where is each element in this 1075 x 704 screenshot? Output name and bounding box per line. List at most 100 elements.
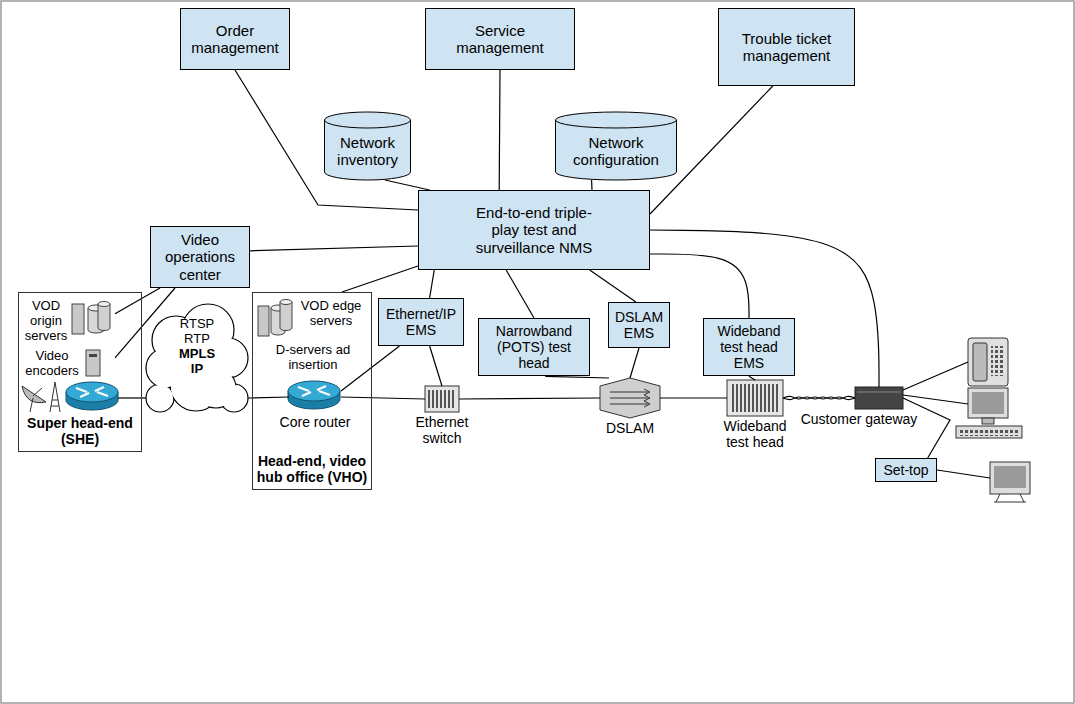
node-label: Ethernet/IP EMS <box>384 306 458 338</box>
database-cylinder: Network inventory <box>324 112 411 180</box>
connector-line <box>590 270 636 302</box>
encoder-group: Video encoders <box>21 347 115 383</box>
router-wire <box>118 397 142 398</box>
connector-line <box>459 398 600 399</box>
connector-line <box>506 270 534 318</box>
computer-icon <box>982 418 994 424</box>
node-label: VOD origin servers <box>21 299 71 344</box>
satellite-dish <box>22 382 60 412</box>
ems-box: Ethernet/IP EMS <box>378 298 464 346</box>
node-label: Narrowband (POTS) test head <box>488 323 580 371</box>
telephone-icon <box>968 338 1008 386</box>
node-label: Set-top <box>883 462 928 478</box>
device-label: Wideband test head <box>715 418 795 450</box>
server-icon <box>280 302 292 331</box>
node-label: DSLAM EMS <box>614 309 664 341</box>
server-icon <box>258 300 292 337</box>
node-label: Head-end, video hub office (VHO) <box>255 453 369 485</box>
node-label: RTSP RTP <box>174 317 220 347</box>
connector-line <box>903 398 950 458</box>
process-box: Order management <box>180 8 290 70</box>
router-symbol <box>288 381 340 401</box>
server-icon <box>98 302 110 307</box>
switch-icon <box>428 390 456 408</box>
telephone-icon <box>968 338 1008 386</box>
connector-line <box>342 266 418 292</box>
node-label: Video encoders <box>21 349 83 379</box>
dslam-device: DSLAM <box>600 378 660 418</box>
network-cloud: RTSP RTPMPLS IP <box>146 300 248 412</box>
device-label: Core router <box>280 414 351 430</box>
connector-line <box>591 180 593 190</box>
router-symbol <box>66 382 118 402</box>
node-label: Video operations center <box>159 231 241 283</box>
switch-icon <box>425 386 459 412</box>
cylinder-body <box>556 112 677 180</box>
node-label: Trouble ticket management <box>739 30 834 65</box>
server-icon <box>72 304 84 334</box>
computer-icon <box>959 428 1019 436</box>
connector-line <box>545 376 609 378</box>
gateway-icon <box>857 392 901 393</box>
connector-line <box>341 397 425 399</box>
node-label: Network inventory <box>328 134 407 169</box>
test-head-icon <box>731 384 779 412</box>
connector-line <box>499 70 501 190</box>
switch-icon <box>425 386 459 412</box>
process-box: Trouble ticket management <box>718 8 855 86</box>
site-group: Super head-end (SHE) VOD origin serversVi… <box>18 292 142 452</box>
ems-box: Wideband test head EMS <box>703 318 795 376</box>
router-symbol <box>76 387 108 397</box>
device-label: Customer gateway <box>801 411 918 427</box>
encoder-icon <box>89 354 97 357</box>
connector-line <box>650 230 879 387</box>
set-top-box: Set-top <box>875 458 937 482</box>
computer-icon <box>968 388 1008 418</box>
nms-box: End-to-end triple-play test and surveill… <box>418 190 650 270</box>
test-head-box: Narrowband (POTS) test head <box>478 318 590 376</box>
server-icon <box>280 300 292 305</box>
node-label: Order management <box>186 22 284 57</box>
connector-line <box>250 246 418 251</box>
satellite-dish <box>50 382 60 412</box>
dslam-icon <box>600 378 660 418</box>
gateway-device: Customer gateway <box>855 387 903 409</box>
router-symbol <box>298 386 330 396</box>
server-icon <box>258 306 269 336</box>
connector-line <box>430 270 435 298</box>
node-label: Network configuration <box>559 134 673 169</box>
test-head-icon <box>727 380 783 416</box>
television-icon <box>994 466 1026 488</box>
encoder-icon <box>86 350 100 376</box>
ems-box: DSLAM EMS <box>608 302 670 348</box>
television-icon <box>990 462 1030 502</box>
router-symbol <box>288 381 340 409</box>
test-head-device: Wideband test head <box>727 380 783 416</box>
switch-device: Ethernet switch <box>425 386 459 412</box>
connector-line <box>385 180 430 190</box>
node-label: D-servers ad insertion <box>256 343 370 373</box>
satellite-dish <box>33 388 42 396</box>
computer-icon <box>972 392 1004 414</box>
connector-line <box>248 397 289 398</box>
telephone-icon <box>973 343 987 381</box>
dslam-icon <box>600 378 660 418</box>
node-label: Super head-end (SHE) <box>21 415 139 447</box>
connector-line <box>142 397 146 398</box>
connector-line <box>430 346 442 386</box>
gateway-icon <box>855 387 903 409</box>
server-icon <box>98 304 110 331</box>
database-cylinder: Network configuration <box>555 112 677 180</box>
cloud-fill <box>147 385 173 411</box>
gateway-icon <box>855 387 903 409</box>
test-head-icon <box>727 380 783 416</box>
node-label: MPLS IP <box>174 347 220 377</box>
router-symbol <box>66 382 118 410</box>
router-device: Core router <box>289 382 341 412</box>
computer-icon <box>956 388 1022 438</box>
television-icon <box>990 462 1030 494</box>
device-label: DSLAM <box>606 420 654 436</box>
